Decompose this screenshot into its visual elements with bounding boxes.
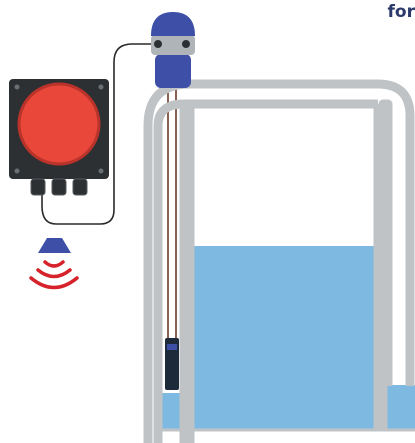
probe-body <box>165 338 179 390</box>
alarm-beacon-controller-icon <box>9 79 109 196</box>
wireless-head <box>38 238 71 253</box>
sensor-cable <box>41 43 152 225</box>
tank <box>143 79 415 443</box>
signal-cables <box>41 43 177 338</box>
wireless-wave-3 <box>29 276 79 290</box>
sensor-stem <box>155 54 191 88</box>
ultrasonic-level-sensor-icon <box>151 12 195 88</box>
probe-label <box>167 344 177 350</box>
wireless-wave-2 <box>36 268 72 279</box>
cable-glands <box>30 178 88 196</box>
wireless-wave-1 <box>43 260 65 268</box>
sensor-gland-left <box>152 38 164 50</box>
liquid-left-pocket <box>158 393 183 430</box>
tank-frame <box>143 79 415 443</box>
wireless-signal-icon <box>29 238 79 290</box>
liquid-level <box>193 246 375 430</box>
tank-frame-bottom <box>146 428 415 443</box>
sensor-gland-right <box>180 38 192 50</box>
heading-text: for <box>387 2 415 22</box>
submersible-probe-icon <box>165 338 179 390</box>
liquid-right-pocket <box>385 385 415 430</box>
beacon-lens <box>17 82 101 166</box>
sensor-cap <box>151 12 195 36</box>
controller-screws <box>14 84 104 174</box>
